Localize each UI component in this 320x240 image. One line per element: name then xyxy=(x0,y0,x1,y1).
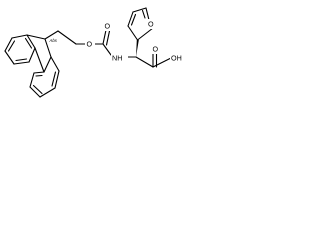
amine-label: NH xyxy=(112,54,122,63)
stereo-abs-label: Abs xyxy=(49,38,58,43)
carbamate-oxygen-label: O xyxy=(105,22,111,31)
carbamate-chain xyxy=(44,29,137,58)
wedge-bond xyxy=(136,40,139,57)
furylglycine-core xyxy=(127,7,172,68)
furan-oxygen-label: O xyxy=(148,20,154,29)
acid-oxygen-label: O xyxy=(153,45,159,54)
hydroxyl-label: OH xyxy=(171,54,182,63)
fluorenyl-group xyxy=(4,34,60,98)
ester-oxygen-label: O xyxy=(87,40,93,49)
chemical-structure: Abs O O NH O O OH xyxy=(4,7,188,98)
